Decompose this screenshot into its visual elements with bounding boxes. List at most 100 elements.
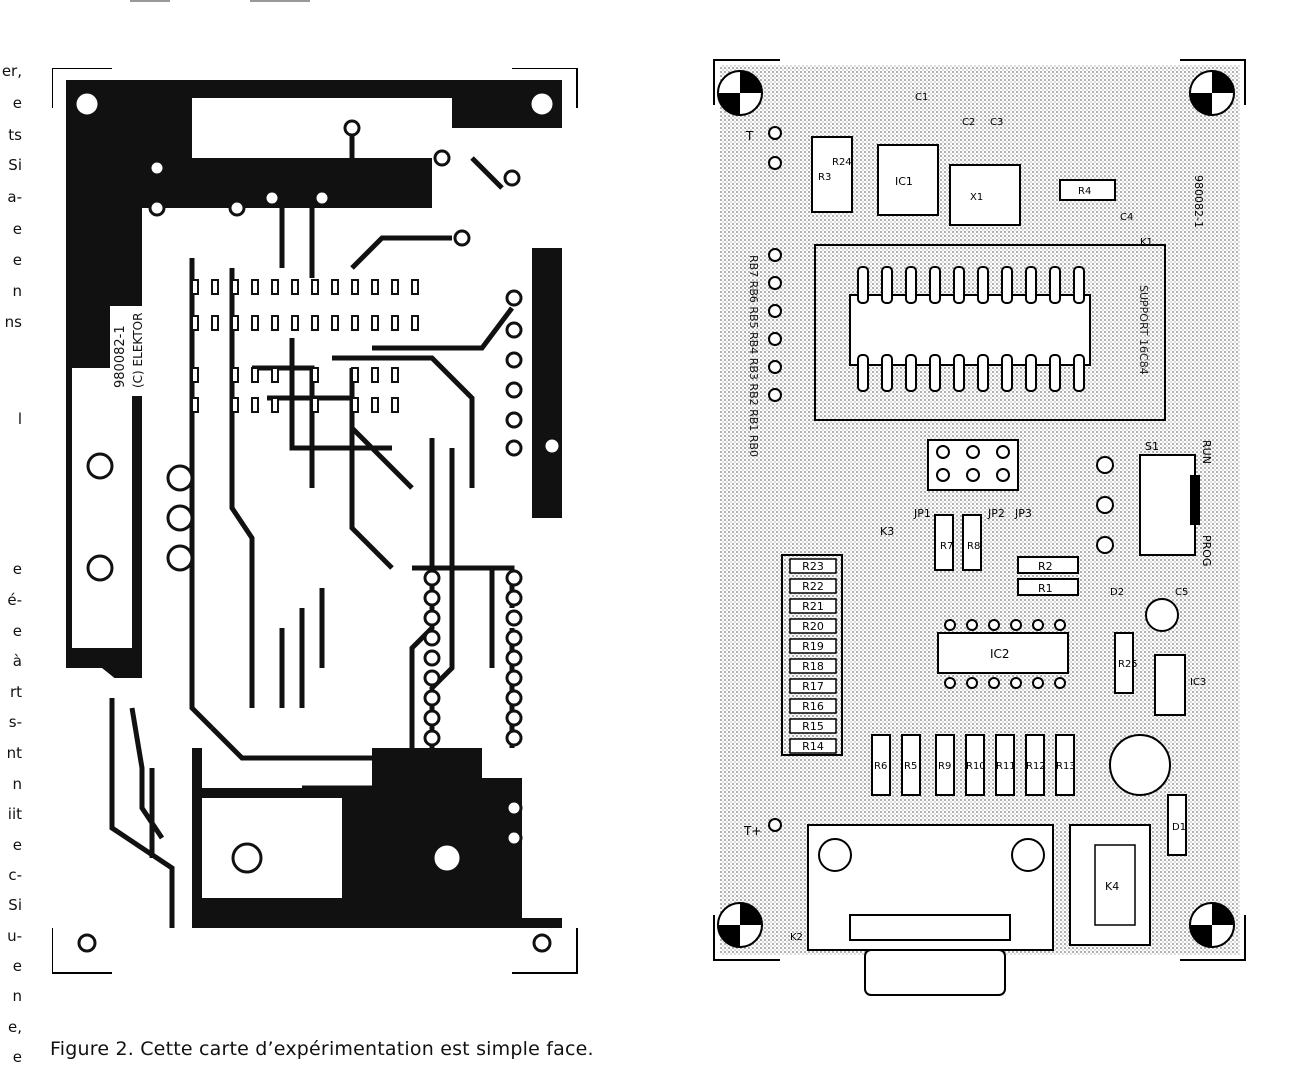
socket-label: SUPPORT 16C84 (1137, 285, 1150, 375)
relay-k4: K4 (1069, 824, 1151, 946)
text-fragment: e, (8, 1018, 22, 1036)
text-fragment: c- (8, 866, 22, 884)
label-r23: R23 (802, 560, 824, 573)
text-fragment: n (12, 987, 22, 1005)
label-jp1: JP1 (913, 507, 931, 520)
label-r9: R9 (938, 761, 951, 772)
top-crop-mark (250, 0, 310, 2)
label-x1: X1 (970, 192, 983, 203)
label-s1: S1 (1145, 440, 1159, 453)
connector-pads (423, 289, 523, 847)
text-fragment: é- (7, 591, 22, 609)
label-r14: R14 (802, 740, 824, 753)
pads (73, 90, 562, 953)
text-fragment: nt (6, 744, 22, 762)
label-c4: C4 (1120, 212, 1133, 223)
label-r4: R4 (1078, 186, 1091, 197)
text-fragment: s- (8, 713, 22, 731)
text-fragment: e (12, 1048, 22, 1066)
label-r18: R18 (802, 660, 824, 673)
mounting-marks (717, 70, 1235, 948)
text-fragment: e (12, 622, 22, 640)
port-pin-labels: RB7 RB6 RB5 RB4 RB3 RB2 RB1 RB0 (747, 255, 760, 457)
resistor-row: R6 R5 R9 R10 R11 R12 R13 (871, 734, 1076, 796)
label-prog: PROG (1200, 535, 1213, 566)
text-fragment: l (17, 410, 22, 428)
label-ic1: IC1 (895, 175, 913, 188)
pcb-copper-figure: 980082-1 (C) ELEKTOR (52, 68, 578, 974)
label-r2: R2 (1038, 560, 1053, 573)
label-ic3: IC3 (1190, 677, 1206, 688)
label-run: RUN (1200, 440, 1213, 464)
text-fragment: Si (8, 156, 22, 174)
port-pins (768, 126, 782, 832)
label-r17: R17 (802, 680, 824, 693)
label-r24: R24 (832, 157, 852, 168)
text-fragment: a- (7, 188, 22, 206)
label-r16: R16 (802, 700, 824, 713)
left-text-column: er, e ts Si a- e e n ns l e é- e à rt s-… (0, 0, 22, 1085)
label-r15: R15 (802, 720, 824, 733)
label-k1: K1 (1140, 237, 1153, 248)
text-fragment: n (12, 282, 22, 300)
label-jp2: JP2 (987, 507, 1005, 520)
resistors-r1-r2: R2 R1 (1017, 556, 1079, 596)
label-r13: R13 (1056, 761, 1076, 772)
label-r8: R8 (967, 541, 980, 552)
text-fragment: iit (7, 805, 22, 823)
label-r3: R3 (818, 172, 831, 183)
text-fragment: er, (1, 62, 22, 80)
pcb-component-figure: SUPPORT 16C84 RB7 RB6 RB5 RB4 RB3 RB2 RB… (713, 59, 1246, 996)
text-fragment: à (12, 652, 22, 670)
text-fragment: Si (8, 896, 22, 914)
label-k4: K4 (1105, 880, 1119, 893)
text-fragment: u- (7, 927, 22, 945)
text-fragment: n (12, 775, 22, 793)
label-k2: K2 (790, 932, 803, 943)
label-r12: R12 (1026, 761, 1046, 772)
ic-socket: SUPPORT 16C84 (814, 244, 1166, 421)
connector-k2: K2 (790, 824, 1054, 996)
label-r7: R7 (940, 541, 953, 552)
label-r19: R19 (802, 640, 824, 653)
label-r20: R20 (802, 620, 824, 633)
text-fragment: e (12, 220, 22, 238)
crop-marks (713, 59, 1246, 961)
copyright-text: (C) ELEKTOR (131, 313, 145, 388)
label-ic2: IC2 (990, 647, 1010, 661)
label-c2: C2 (962, 117, 975, 128)
label-r25: R25 (1118, 659, 1138, 670)
text-fragment: ts (8, 126, 22, 144)
resistor-r25 (1114, 632, 1134, 694)
label-r1: R1 (1038, 582, 1053, 595)
label-c5: C5 (1175, 587, 1188, 598)
board-code-label: 980082-1 (C) ELEKTOR (110, 306, 148, 396)
board-code: 980082-1 (113, 325, 128, 388)
label-t: T (745, 129, 754, 143)
label-r21: R21 (802, 600, 824, 613)
ic-pads (191, 279, 419, 413)
switch-s1: S1 RUN PROG (1096, 440, 1213, 566)
text-fragment: e (12, 560, 22, 578)
resistors-r7-r8: R7 R8 (934, 514, 982, 571)
etched-areas (72, 98, 562, 938)
crop-marks (52, 68, 578, 974)
label-tplus: T+ (743, 824, 761, 838)
resistor-bank: R23 R22 R21 R20 R19 R18 R17 R16 R15 R14 (781, 554, 843, 756)
right-components: C5 IC3 D2 D1 (1109, 587, 1206, 856)
board-code-2: 980082-1 (1192, 175, 1205, 228)
label-r6: R6 (874, 761, 887, 772)
figure-caption: Figure 2. Cette carte d’expérimentation … (50, 1038, 594, 1060)
label-c1: C1 (915, 92, 928, 103)
text-fragment: rt (9, 683, 22, 701)
text-fragment: e (12, 94, 22, 112)
label-d1: D1 (1172, 822, 1186, 833)
ic2: IC2 (937, 619, 1069, 689)
text-fragment: e (12, 251, 22, 269)
text-fragment: ns (4, 313, 22, 331)
label-r11: R11 (996, 761, 1016, 772)
text-fragment: e (12, 957, 22, 975)
label-d2: D2 (1110, 587, 1124, 598)
label-c3: C3 (990, 117, 1003, 128)
ic1-area: IC1 R3 R24 X1 C1 C2 C3 R4 C4 K1 980082-1 (811, 92, 1205, 248)
